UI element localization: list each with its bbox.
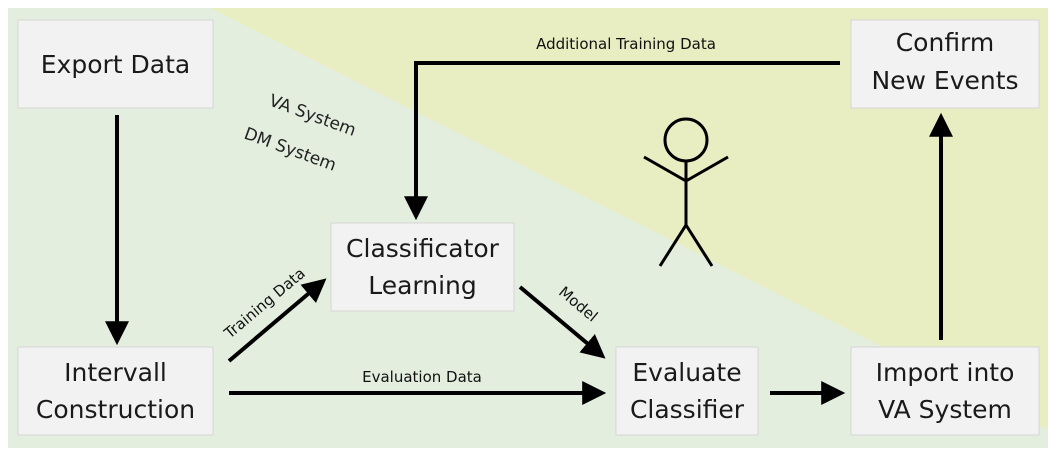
arrow-training-data (227, 278, 327, 363)
classificator-learning-label-line2: Learning (368, 271, 477, 300)
intervall-construction-label-line2: Construction (36, 395, 195, 424)
intervall-construction-box: Intervall Construction (17, 346, 214, 436)
confirm-new-events-label-line1: Confirm (896, 28, 995, 57)
export-data-label: Export Data (41, 50, 190, 79)
arrow-model (518, 285, 606, 359)
arrow-additional-training-data (404, 61, 840, 221)
classificator-learning-label-line1: Classificator (346, 234, 500, 263)
confirm-new-events-box: Confirm New Events (850, 19, 1040, 109)
classificator-learning-box: Classificator Learning (330, 222, 515, 312)
import-into-va-label-line1: Import into (876, 358, 1015, 387)
import-into-va-label-line2: VA System (878, 395, 1012, 424)
additional-training-data-label: Additional Training Data (536, 35, 716, 53)
evaluation-data-label: Evaluation Data (362, 368, 482, 386)
export-data-box: Export Data (17, 19, 214, 109)
va-system-region (210, 8, 1048, 430)
evaluate-classifier-label-line1: Evaluate (632, 358, 741, 387)
evaluate-classifier-box: Evaluate Classifier (615, 346, 759, 436)
import-into-va-box: Import into VA System (850, 346, 1040, 436)
person-stick-figure-icon (643, 117, 729, 267)
evaluate-classifier-label-line2: Classifier (630, 395, 745, 424)
intervall-construction-label-line1: Intervall (64, 358, 167, 387)
confirm-new-events-label-line2: New Events (871, 66, 1018, 95)
